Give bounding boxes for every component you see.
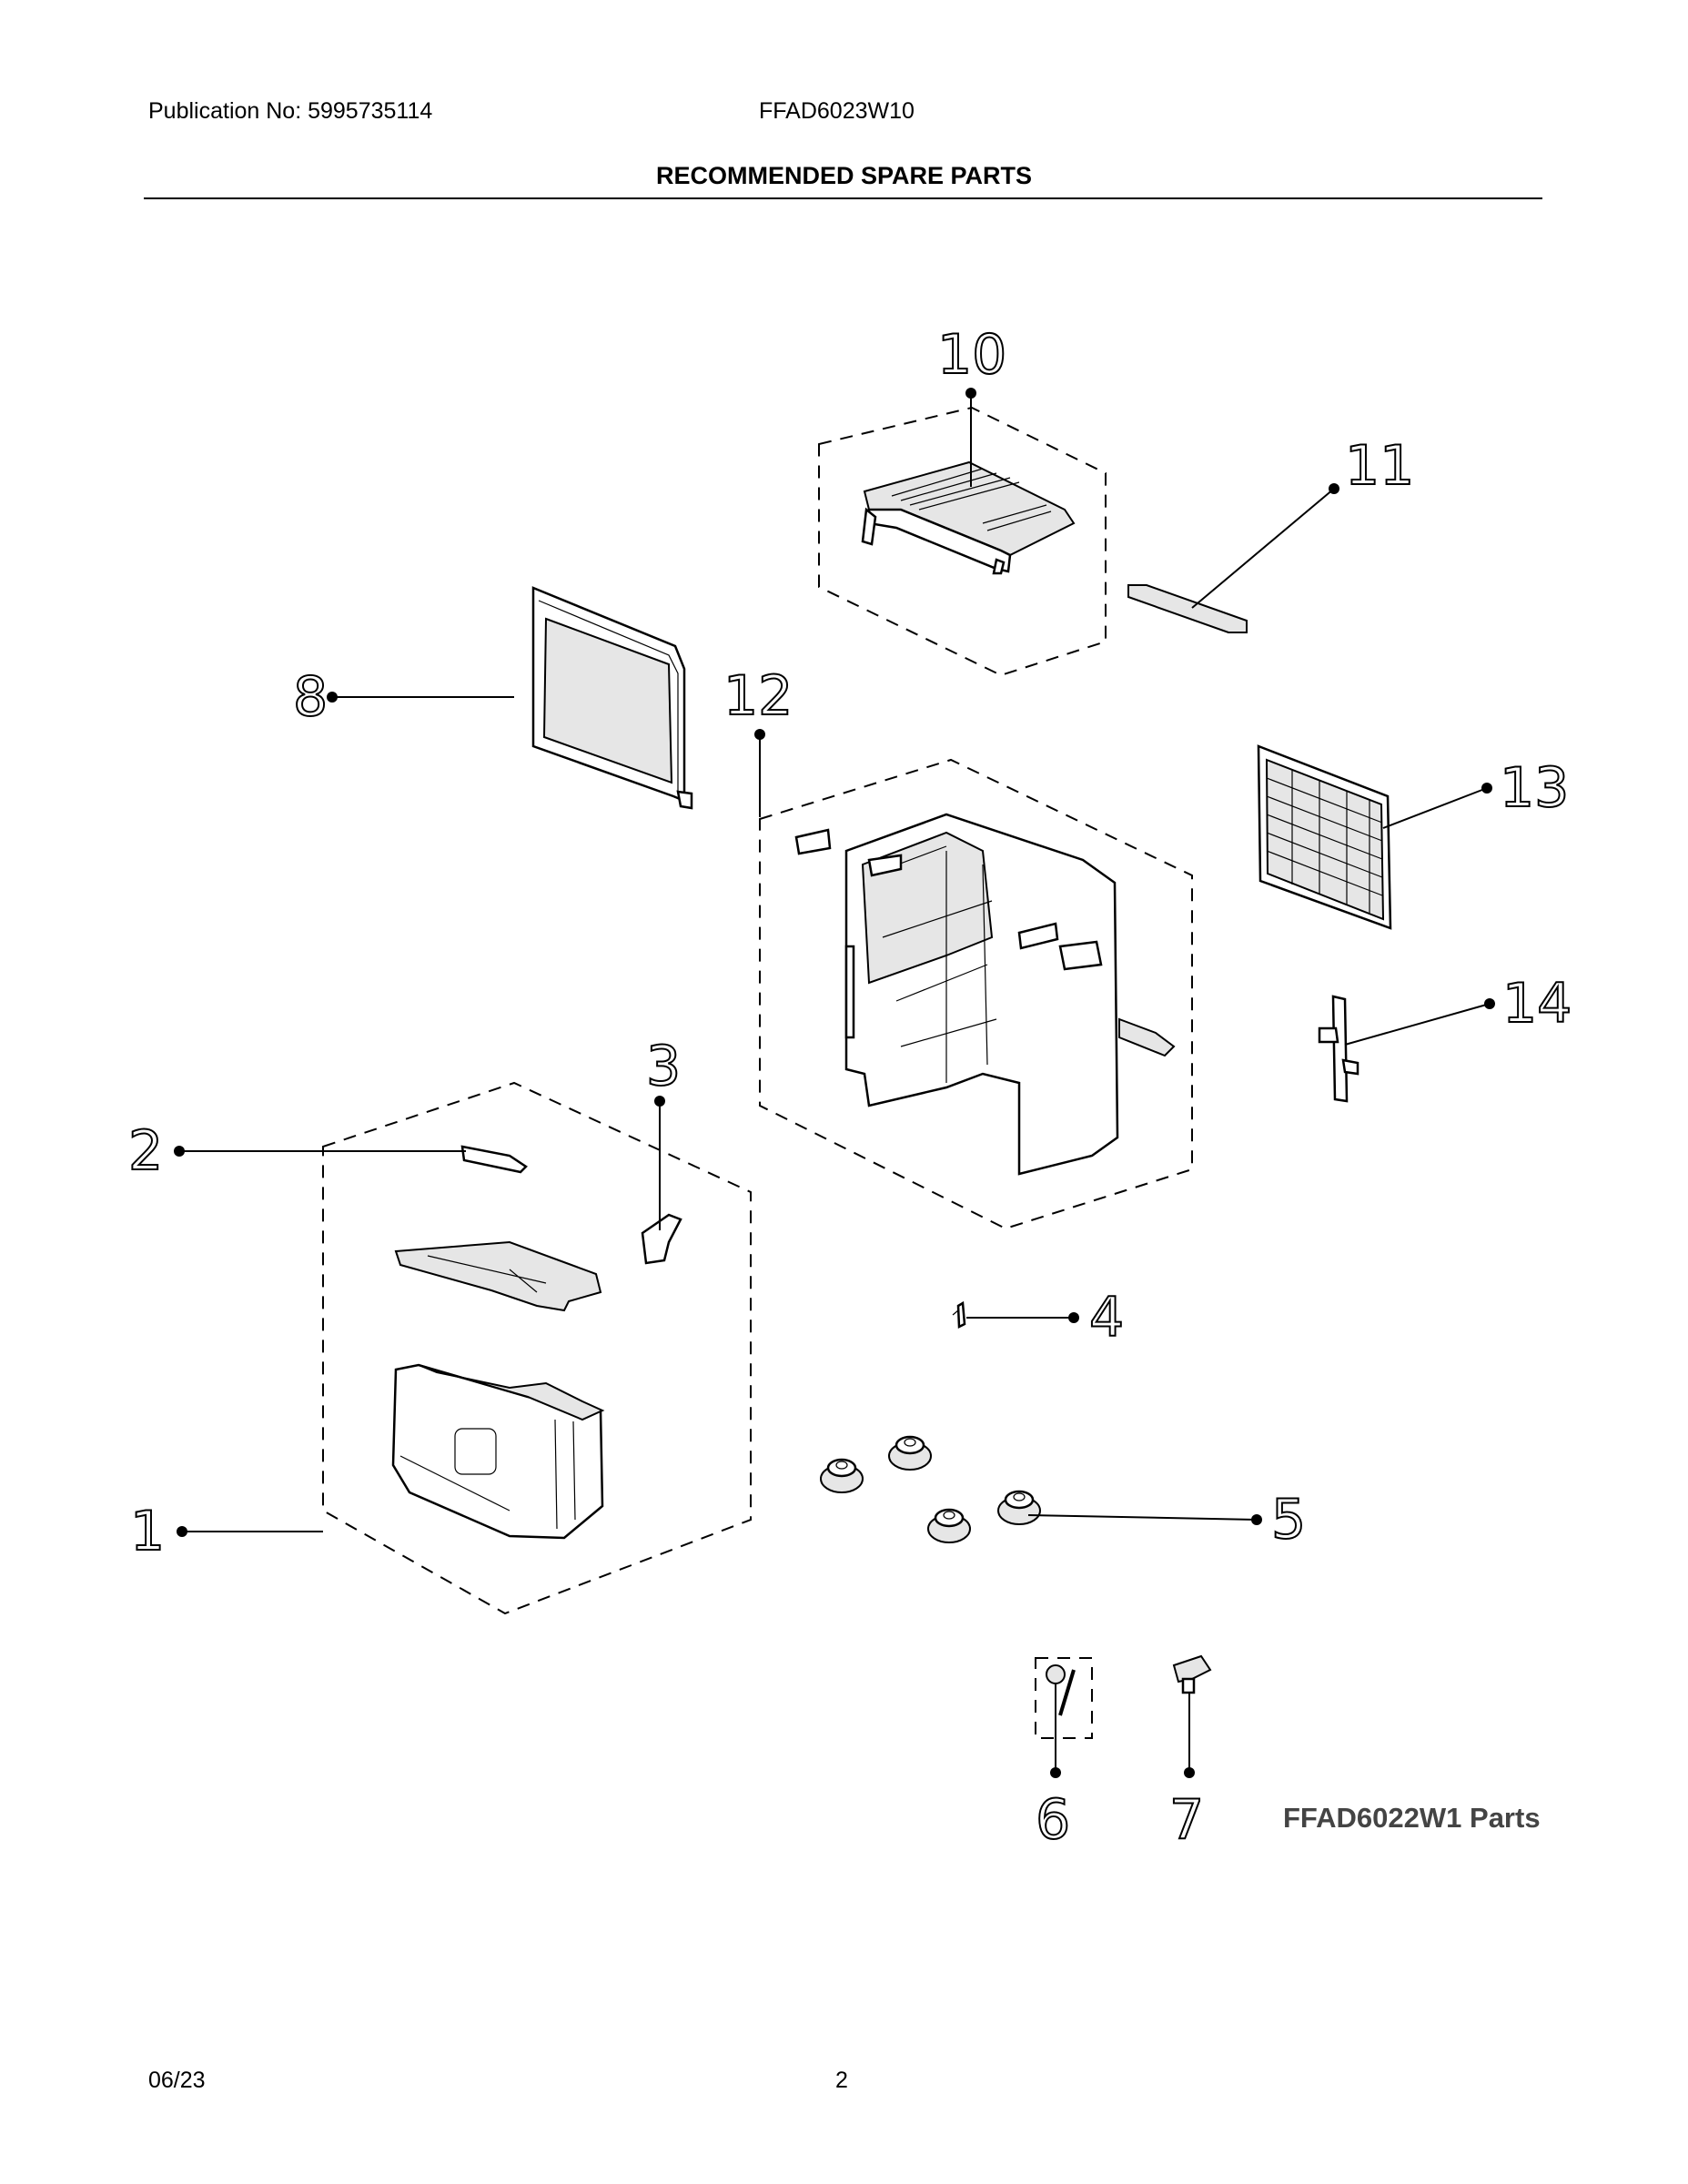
part-11-label-strip [1127,584,1248,633]
callout-14: 14 [1502,972,1572,1036]
leader-13 [1382,787,1488,829]
part-14-bracket [1318,995,1359,1103]
callout-5: 5 [1271,1488,1306,1552]
part-7-drain-connector [1172,1654,1212,1694]
part-10-control-panel [818,406,1107,677]
part-5-casters [820,1435,1041,1543]
header-rule [144,197,1542,199]
leader-11 [1191,488,1335,609]
caster-2 [888,1435,932,1471]
caster-3 [927,1508,971,1543]
section-title: RECOMMENDED SPARE PARTS [655,162,1033,189]
callout-2: 2 [128,1119,163,1183]
callout-8: 8 [293,665,328,729]
part-1-bucket [391,1363,605,1540]
part-2-handle [460,1145,528,1174]
bucket-assembly-outline [322,1081,752,1615]
part-6-drain-fitting [1035,1657,1093,1739]
callout-12: 12 [723,664,793,728]
leader-14 [1344,1003,1491,1046]
part-12-cabinet [759,758,1193,1230]
part-8-front-panel [531,586,693,810]
callout-1: 1 [130,1500,165,1563]
caster-1 [820,1458,864,1493]
publication-date: 06/23 [148,2068,206,2093]
callout-13: 13 [1500,756,1569,820]
callout-11: 11 [1345,434,1414,498]
parts-model-note: FFAD6022W1 Parts [1283,1802,1541,1834]
callout-7: 7 [1169,1788,1204,1852]
page-number: 2 [835,2068,848,2093]
callout-3: 3 [646,1035,681,1098]
model-number: FFAD6023W10 [759,98,915,124]
part-3-float [641,1213,682,1265]
caster-4 [997,1490,1041,1525]
part-4-clip [952,1300,966,1329]
callout-6: 6 [1036,1788,1070,1852]
part-13-filter-grille [1257,744,1392,930]
bucket-lid-plate [394,1240,602,1312]
publication-number: Publication No: 5995735114 [148,98,433,124]
leader-5 [1027,1514,1258,1521]
callout-4: 4 [1089,1286,1124,1350]
callout-10: 10 [937,323,1006,387]
